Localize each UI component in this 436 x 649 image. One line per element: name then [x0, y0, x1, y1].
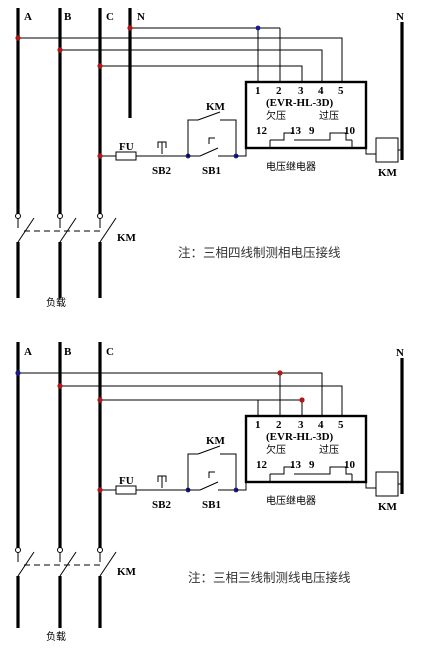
contact-12-13 — [270, 132, 294, 141]
diagram-1-note: 注：三相四线制测相电压接线 — [178, 245, 341, 260]
junction-a-2 — [15, 370, 21, 376]
relay-terminal-3-2: 3 — [298, 419, 304, 431]
label-overvoltage-2: 过压 — [319, 443, 339, 456]
label-undervoltage: 欠压 — [266, 109, 286, 122]
junction-a-split — [277, 370, 283, 376]
relay-terminal-5: 5 — [338, 85, 344, 97]
label-km-coil-2: KM — [378, 501, 398, 513]
label-fu: FU — [119, 141, 134, 153]
label-km-main: KM — [117, 232, 137, 244]
junction-n-split — [255, 25, 261, 31]
junction-c-2 — [97, 397, 103, 403]
relay-box-2 — [244, 414, 368, 484]
contact-term-12-2: 12 — [256, 459, 268, 471]
contact-9-10-2 — [320, 466, 352, 475]
wire-phase-b-to-4 — [60, 49, 323, 82]
contact-12-13-2 — [270, 466, 294, 475]
contact-term-10-2: 10 — [344, 459, 356, 471]
relay-terminal-1-2: 1 — [255, 419, 261, 431]
diagram-2-note: 注：三相三线制测线电压接线 — [188, 570, 351, 585]
relay-terminal-2: 2 — [276, 85, 282, 97]
label-overvoltage: 过压 — [319, 109, 339, 122]
junction-c — [97, 63, 103, 69]
label-phase-c-2: C — [106, 346, 114, 358]
label-km-main-2: KM — [117, 566, 137, 578]
label-neutral-mid: N — [137, 11, 145, 23]
label-undervoltage-2: 欠压 — [266, 443, 286, 456]
label-phase-b-2: B — [64, 346, 72, 358]
relay-name-2: 电压继电器 — [266, 494, 316, 507]
label-fu-2: FU — [119, 475, 134, 487]
wire-phase-c-to-1 — [100, 399, 259, 416]
km-main-contacts — [17, 217, 117, 243]
label-load: 负载 — [46, 296, 66, 309]
km-main-contacts-2 — [17, 551, 117, 577]
contact-term-12: 12 — [256, 125, 268, 137]
contact-term-9-2: 9 — [309, 459, 315, 471]
wire-phase-a-to-5 — [18, 37, 343, 82]
relay-terminal-1: 1 — [255, 85, 261, 97]
relay-terminal-3: 3 — [298, 85, 304, 97]
km-coil-2 — [375, 471, 399, 497]
label-sb2: SB2 — [152, 165, 171, 177]
fuse-fu-2 — [115, 485, 137, 495]
label-sb1-2: SB1 — [202, 499, 221, 511]
label-neutral-right: N — [396, 11, 404, 23]
contact-term-13: 13 — [290, 125, 302, 137]
contact-term-9: 9 — [309, 125, 315, 137]
label-phase-a: A — [24, 11, 32, 23]
diagram-1-three-phase-four-wire: A B C N N KM 负载 — [15, 8, 404, 309]
sb2-stop-button — [152, 141, 172, 157]
relay-terminal-2-2: 2 — [276, 419, 282, 431]
sb2-stop-button-2 — [152, 475, 172, 491]
label-km-coil: KM — [378, 167, 398, 179]
fuse-fu — [115, 151, 137, 161]
junction-b-2 — [57, 383, 63, 389]
relay-box — [244, 80, 368, 150]
relay-terminal-5-2: 5 — [338, 419, 344, 431]
relay-model-2: (EVR-HL-3D) — [266, 431, 334, 443]
label-km-aux: KM — [206, 101, 226, 113]
km-coil — [375, 137, 399, 163]
relay-name: 电压继电器 — [266, 160, 316, 173]
diagram-2-three-phase-three-wire: A B C N KM 负载 — [15, 342, 404, 643]
label-phase-b: B — [64, 11, 72, 23]
wire-phase-c-to-3 — [100, 65, 303, 82]
junction-b — [57, 47, 63, 53]
junction-c-split — [299, 397, 305, 403]
label-sb1: SB1 — [202, 165, 221, 177]
label-phase-c: C — [106, 11, 114, 23]
contact-9-10 — [320, 132, 352, 141]
label-km-aux-2: KM — [206, 435, 226, 447]
junction-n — [127, 25, 133, 31]
label-sb2-2: SB2 — [152, 499, 171, 511]
contact-term-10: 10 — [344, 125, 356, 137]
wire-neutral-to-1 — [130, 27, 259, 82]
relay-model: (EVR-HL-3D) — [266, 97, 334, 109]
label-neutral-right-2: N — [396, 347, 404, 359]
label-load-2: 负载 — [46, 630, 66, 643]
label-phase-a-2: A — [24, 346, 32, 358]
junction-a — [15, 35, 21, 41]
relay-terminal-4: 4 — [318, 85, 324, 97]
wire-phase-b-to-5 — [60, 385, 343, 416]
wire-phase-a-to-2 — [18, 372, 281, 416]
contact-term-13-2: 13 — [290, 459, 302, 471]
wire-phase-a-to-4 — [280, 372, 323, 416]
relay-terminal-4-2: 4 — [318, 419, 324, 431]
